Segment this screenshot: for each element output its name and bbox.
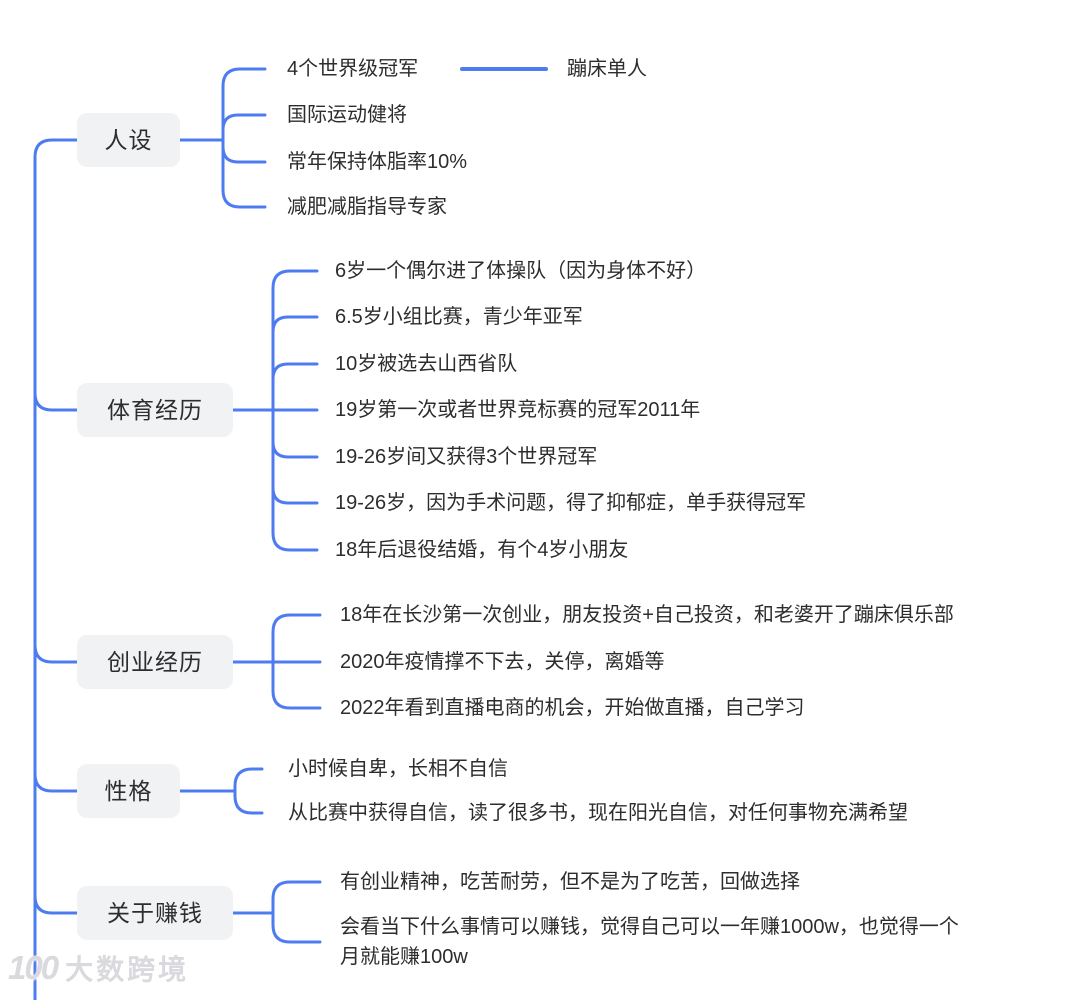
leaf-item[interactable]: 会看当下什么事情可以赚钱，觉得自己可以一年赚1000w，也觉得一个月就能赚100… [340, 916, 959, 968]
leaf-item[interactable]: 国际运动健将 [287, 104, 407, 126]
leaf-item[interactable]: 10岁被选去山西省队 [335, 353, 518, 375]
leaf-item[interactable]: 从比赛中获得自信，读了很多书，现在阳光自信，对任何事物充满希望 [288, 802, 908, 824]
leaf-item[interactable]: 18年后退役结婚，有个4岁小朋友 [335, 539, 629, 561]
branch-node-about-money[interactable]: 关于赚钱 [77, 886, 233, 940]
leaf-item[interactable]: 2022年看到直播电商的机会，开始做直播，自己学习 [340, 697, 805, 719]
watermark: 100 大数跨境 [8, 948, 189, 988]
leaf-item[interactable]: 6岁一个偶尔进了体操队（因为身体不好） [335, 260, 707, 282]
leaf-subitem[interactable]: 蹦床单人 [567, 58, 647, 80]
leaf-item[interactable]: 19-26岁间又获得3个世界冠军 [335, 446, 598, 468]
leaf-item[interactable]: 常年保持体脂率10% [287, 151, 468, 173]
branch-node-sports-experience[interactable]: 体育经历 [77, 383, 233, 437]
leaf-item[interactable]: 19岁第一次或者世界竞标赛的冠军2011年 [335, 399, 701, 421]
branch-node-personality[interactable]: 性格 [77, 764, 180, 818]
leaf-item[interactable]: 19-26岁，因为手术问题，得了抑郁症，单手获得冠军 [335, 492, 807, 514]
leaf-item[interactable]: 6.5岁小组比赛，青少年亚军 [335, 306, 583, 328]
branch-node-startup-experience[interactable]: 创业经历 [77, 635, 233, 689]
leaf-item[interactable]: 2020年疫情撑不下去，关停，离婚等 [340, 651, 665, 673]
leaf-item[interactable]: 18年在长沙第一次创业，朋友投资+自己投资，和老婆开了蹦床俱乐部 [340, 604, 954, 626]
leaf-item[interactable]: 有创业精神，吃苦耐劳，但不是为了吃苦，回做选择 [340, 871, 800, 893]
leaf-item[interactable]: 4个世界级冠军 [287, 58, 419, 80]
watermark-logo: 100 [8, 949, 59, 986]
leaf-item[interactable]: 减肥减脂指导专家 [287, 196, 447, 218]
branch-node-persona[interactable]: 人设 [77, 113, 180, 167]
leaf-item[interactable]: 小时候自卑，长相不自信 [288, 758, 508, 780]
watermark-text: 大数跨境 [65, 954, 190, 985]
